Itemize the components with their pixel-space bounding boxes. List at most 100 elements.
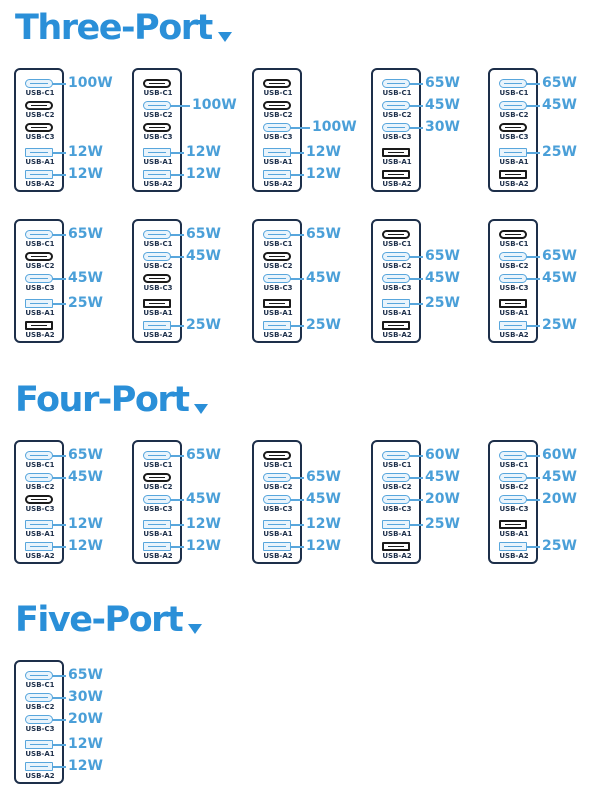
port-label: USB-A2 (263, 180, 293, 188)
usb-c-slot-icon (382, 451, 410, 460)
leader-line (409, 477, 423, 479)
leader-line (526, 256, 540, 258)
wattage-label: 12W (68, 144, 103, 160)
usb-a-port: USB-A1 (490, 297, 536, 320)
usb-c-slot-icon (263, 451, 291, 460)
usb-a-slot-icon (499, 148, 527, 157)
leader-line (526, 152, 540, 154)
usb-a-slot-icon (499, 520, 527, 529)
port-label: USB-A2 (25, 180, 55, 188)
leader-line (52, 524, 66, 526)
wattage-label: 65W (68, 447, 103, 463)
wattage-label: 45W (68, 270, 103, 286)
wattage-label: 12W (186, 538, 221, 554)
leader-line (409, 303, 423, 305)
port-label: USB-C2 (263, 262, 293, 270)
usb-c-slot-icon (25, 274, 53, 283)
usb-c-slot-icon (263, 252, 291, 261)
usb-c-port: USB-C1 (490, 228, 536, 251)
usb-a-slot-icon (263, 520, 291, 529)
expand-triangle-icon[interactable] (217, 32, 232, 42)
usb-a-slot-icon (143, 321, 171, 330)
port-label: USB-A2 (25, 331, 55, 339)
usb-c-port: USB-C3 (134, 121, 180, 144)
usb-c-slot-icon (143, 101, 171, 110)
leader-line (290, 499, 304, 501)
leader-line (526, 325, 540, 327)
usb-c-port: USB-C1 (134, 77, 180, 100)
port-label: USB-A2 (263, 331, 293, 339)
expand-triangle-icon[interactable] (188, 624, 203, 634)
leader-line (409, 127, 423, 129)
wattage-label: 20W (425, 491, 460, 507)
port-label: USB-A1 (143, 309, 173, 317)
leader-line (52, 546, 66, 548)
leader-line (170, 234, 184, 236)
port-label: USB-C3 (143, 133, 173, 141)
port-label: USB-A2 (25, 552, 55, 560)
wattage-label: 25W (542, 317, 577, 333)
leader-line (526, 455, 540, 457)
leader-line (52, 278, 66, 280)
usb-c-slot-icon (25, 693, 53, 702)
wattage-label: 12W (68, 516, 103, 532)
port-label: USB-C1 (263, 240, 293, 248)
port-label: USB-A1 (25, 750, 55, 758)
port-label: USB-C2 (25, 111, 55, 119)
wattage-label: 65W (425, 248, 460, 264)
usb-a-slot-icon (25, 762, 53, 771)
port-label: USB-A1 (25, 309, 55, 317)
port-label: USB-C3 (382, 505, 412, 513)
leader-line (526, 499, 540, 501)
wattage-label: 100W (68, 75, 113, 91)
leader-line (290, 234, 304, 236)
usb-c-port: USB-C3 45W (16, 270, 103, 295)
usb-c-port: USB-C2 (254, 99, 300, 122)
wattage-label: 65W (306, 226, 341, 242)
leader-line (290, 152, 304, 154)
usb-c-port: USB-C2 (254, 250, 300, 273)
port-label: USB-A1 (499, 309, 529, 317)
leader-line (409, 278, 423, 280)
expand-triangle-icon[interactable] (194, 404, 209, 414)
usb-a-slot-icon (263, 321, 291, 330)
leader-line (290, 127, 310, 129)
usb-a-port: USB-A2 (373, 168, 419, 191)
wattage-label: 65W (542, 75, 577, 91)
port-label: USB-A1 (143, 530, 173, 538)
port-label: USB-C3 (25, 725, 55, 733)
usb-c-port: USB-C1 (373, 228, 419, 251)
port-label: USB-C1 (499, 240, 529, 248)
usb-a-slot-icon (143, 170, 171, 179)
leader-line (170, 152, 184, 154)
port-label: USB-C1 (25, 461, 55, 469)
wattage-label: 60W (425, 447, 460, 463)
wattage-label: 100W (312, 119, 357, 135)
usb-c-slot-icon (382, 495, 410, 504)
wattage-label: 60W (542, 447, 577, 463)
port-label: USB-C1 (382, 89, 412, 97)
port-label: USB-C3 (25, 284, 55, 292)
usb-c-slot-icon (263, 123, 291, 132)
leader-line (52, 152, 66, 154)
port-label: USB-A1 (25, 530, 55, 538)
usb-a-port: USB-A1 (373, 146, 419, 169)
port-label: USB-A2 (499, 552, 529, 560)
port-label: USB-A1 (263, 158, 293, 166)
